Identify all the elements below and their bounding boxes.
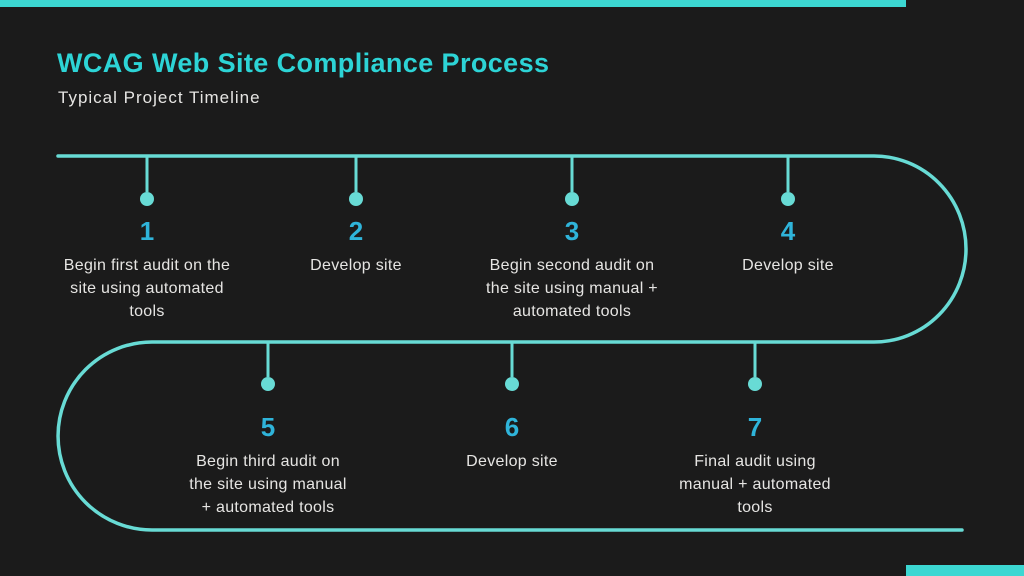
step-6-dot-icon (505, 377, 519, 391)
step-number: 2 (348, 216, 364, 246)
timeline-step-5: 5 Begin third audit on the site using ma… (158, 412, 378, 519)
step-3-dot-icon (565, 192, 579, 206)
step-description: Develop site (466, 453, 558, 470)
step-5-dot-icon (261, 377, 275, 391)
step-number: 6 (504, 412, 520, 442)
step-description: Develop site (742, 257, 834, 274)
step-number: 3 (564, 216, 580, 246)
step-number: 1 (139, 216, 155, 246)
timeline-step-3: 3 Begin second audit on the site using m… (462, 216, 682, 323)
step-7-dot-icon (748, 377, 762, 391)
step-number: 7 (747, 412, 763, 442)
step-1-dot-icon (140, 192, 154, 206)
step-description: Begin first audit on the site using auto… (63, 257, 231, 320)
step-4-dot-icon (781, 192, 795, 206)
timeline-step-6: 6 Develop site (402, 412, 622, 473)
step-number: 4 (780, 216, 796, 246)
page-title: WCAG Web Site Compliance Process (57, 48, 550, 78)
bottom-accent-bar (906, 565, 1024, 576)
timeline-step-4: 4 Develop site (678, 216, 898, 277)
step-description: Begin second audit on the site using man… (486, 257, 658, 320)
step-description: Begin third audit on the site using manu… (189, 453, 347, 516)
step-number: 5 (260, 412, 276, 442)
step-2-dot-icon (349, 192, 363, 206)
timeline-step-2: 2 Develop site (246, 216, 466, 277)
page-subtitle: Typical Project Timeline (58, 88, 261, 107)
timeline-path (56, 154, 968, 532)
step-description: Final audit using manual + automated too… (679, 453, 831, 516)
top-accent-bar (0, 0, 906, 7)
timeline-step-1: 1 Begin first audit on the site using au… (37, 216, 257, 323)
timeline-step-7: 7 Final audit using manual + automated t… (645, 412, 865, 519)
step-description: Develop site (310, 257, 402, 274)
